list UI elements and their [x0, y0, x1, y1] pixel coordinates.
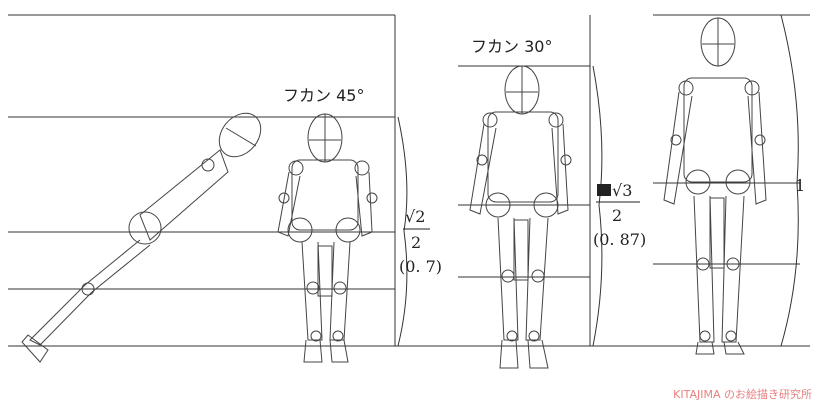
watermark: KITAJIMA のお絵描き研究所: [673, 387, 812, 401]
ratio45-numerator: √2: [405, 207, 425, 226]
figure-fallen: [21, 112, 262, 363]
label-angle45: フカン 45°: [283, 86, 364, 105]
bracket-45: [397, 116, 408, 347]
figure-30: [469, 65, 572, 369]
ratio30-value: (0. 87): [593, 230, 646, 249]
ratio30-numerator: √3: [612, 181, 632, 200]
label-full: 1: [795, 176, 805, 195]
ratio45-value: (0. 7): [399, 257, 442, 276]
figure-45: [277, 113, 378, 363]
bracket-30: [592, 65, 603, 347]
ratio45-denominator: 2: [411, 233, 421, 252]
figure-full: [663, 17, 767, 355]
bracket-full: [780, 14, 799, 347]
label-angle30: フカン 30°: [471, 37, 552, 56]
scribble-mark: [597, 184, 611, 196]
ratio30-denominator: 2: [612, 206, 622, 225]
